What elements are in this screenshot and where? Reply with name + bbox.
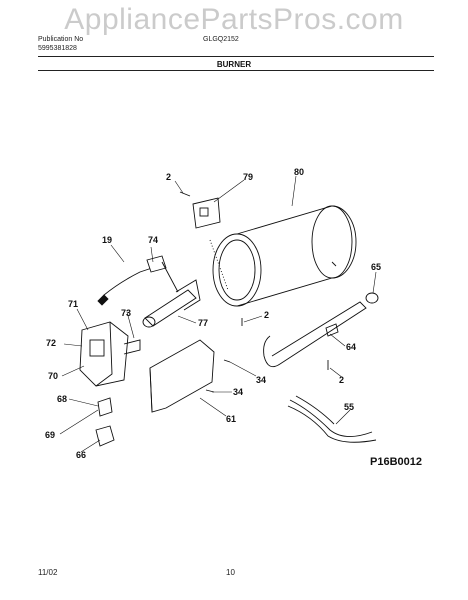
callout-34: 34 — [233, 387, 243, 397]
callout-61: 61 — [226, 414, 236, 424]
callout-74: 74 — [148, 235, 158, 245]
callout-65: 65 — [371, 262, 381, 272]
callout-19: 19 — [102, 235, 112, 245]
orifice-68 — [97, 397, 113, 417]
callout-79: 79 — [243, 172, 253, 182]
page-number: 10 — [226, 568, 235, 577]
header-rule — [38, 56, 434, 57]
igniter — [146, 255, 167, 273]
publication-label: Publication No — [38, 36, 84, 43]
bracket-79 — [192, 197, 221, 229]
gas-pipe — [263, 301, 367, 368]
section-title: BURNER — [216, 60, 252, 69]
burner-tube — [144, 289, 197, 327]
title-rule — [38, 70, 434, 71]
callout-2: 2 — [339, 375, 344, 385]
callout-71: 71 — [68, 299, 78, 309]
footer-date: 11/02 — [38, 568, 58, 577]
callout-72: 72 — [46, 338, 56, 348]
wire-harness — [289, 399, 373, 437]
fitting-65 — [365, 292, 379, 304]
callout-2: 2 — [166, 172, 171, 182]
callout-66: 66 — [76, 450, 86, 460]
callout-34: 34 — [256, 375, 266, 385]
publication-number: 5995381828 — [38, 45, 77, 52]
orifice-66 — [95, 425, 115, 447]
model-number: GLGQ2152 — [203, 36, 239, 43]
callout-69: 69 — [45, 430, 55, 440]
diagram-code: P16B0012 — [370, 456, 422, 468]
callout-64: 64 — [346, 342, 356, 352]
igniter-wire — [103, 267, 153, 296]
callout-77: 77 — [198, 318, 208, 328]
callout-68: 68 — [57, 394, 67, 404]
burner-drum — [209, 205, 357, 307]
callout-70: 70 — [48, 371, 58, 381]
callout-73: 73 — [121, 308, 131, 318]
callout-80: 80 — [294, 167, 304, 177]
callout-55: 55 — [344, 402, 354, 412]
callout-2: 2 — [264, 310, 269, 320]
watermark: AppliancePartsPros.com — [64, 3, 404, 36]
